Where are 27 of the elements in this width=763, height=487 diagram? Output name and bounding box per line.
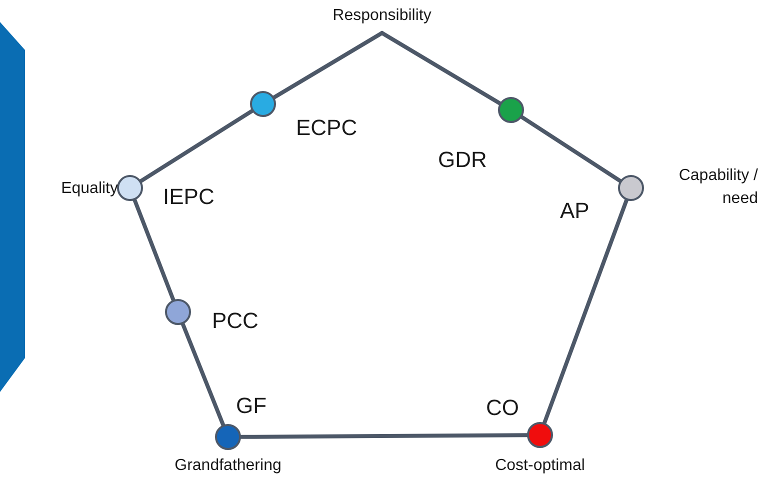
connector-line xyxy=(380,31,503,106)
approach-label: ECPC xyxy=(296,114,358,142)
circle-marker xyxy=(250,91,276,117)
approach-label: IEPC xyxy=(163,183,216,211)
vertex-label: Responsibility xyxy=(312,6,452,26)
criterion-label: Cost-optimal xyxy=(494,456,586,476)
circle-marker xyxy=(527,422,553,448)
criterion-label: Grandfathering xyxy=(174,456,282,476)
connector-line xyxy=(519,114,623,184)
criterion-label: Capability / need xyxy=(678,166,758,210)
circle-marker xyxy=(215,424,241,450)
connector-line xyxy=(271,31,384,100)
approach-label: GDR xyxy=(438,146,488,174)
criterion-label: Equality xyxy=(60,179,118,199)
approach-label: CO xyxy=(486,394,520,422)
circle-marker xyxy=(498,97,524,123)
circle-marker xyxy=(165,299,191,325)
connector-line xyxy=(180,321,226,428)
circle-marker xyxy=(117,175,143,201)
approach-label: PCC xyxy=(212,307,260,335)
connector-line xyxy=(138,108,255,184)
approach-label: GF xyxy=(236,392,268,420)
connector-line xyxy=(132,197,176,303)
connector-line xyxy=(542,197,629,426)
approach-label: AP xyxy=(560,197,590,225)
side-band xyxy=(0,22,25,392)
circle-marker xyxy=(618,175,644,201)
